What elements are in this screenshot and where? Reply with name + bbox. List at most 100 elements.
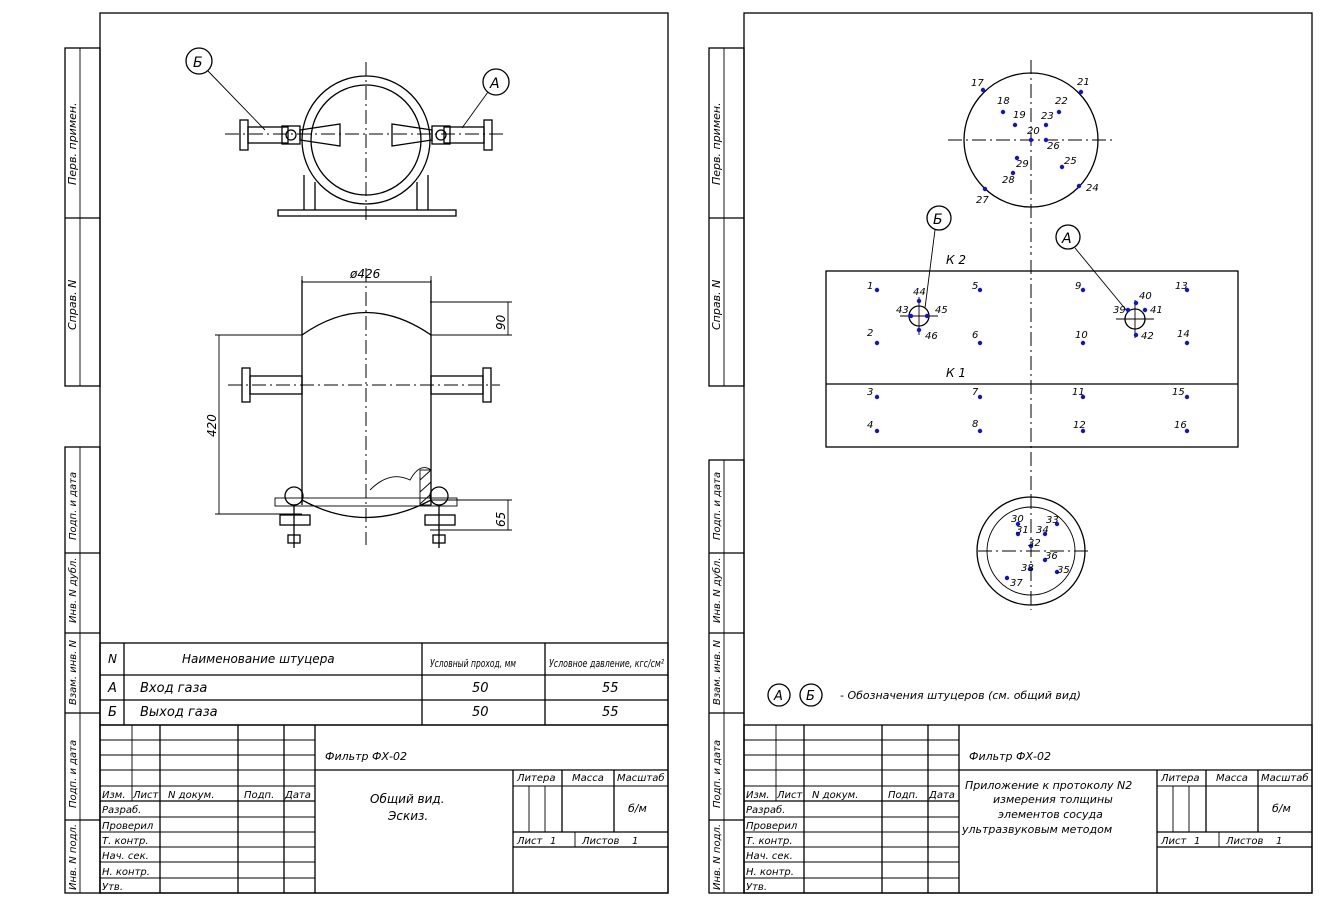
side-label-podp-data-1: Подп. и дата	[68, 472, 79, 540]
right-side-label-podp-data-1: Подп. и дата	[712, 472, 723, 540]
measurement-point-label: 40	[1139, 291, 1152, 302]
right-title-line2: измерения толщины	[993, 793, 1113, 806]
right-list-val: 1	[1194, 836, 1200, 847]
measurement-point-label: 2	[867, 328, 873, 339]
left-listov: Листов	[581, 836, 619, 847]
measurement-point-dot	[1000, 109, 1006, 115]
measurement-point-dot	[1184, 394, 1190, 400]
top-head-view	[948, 60, 1115, 255]
measurement-point-dot	[1042, 557, 1048, 563]
bottom-head-view	[976, 495, 1090, 610]
left-col-podp: Подп.	[244, 790, 274, 801]
measurement-point-label: 1	[867, 281, 873, 292]
dim-diameter: ø426	[349, 267, 381, 281]
left-listov-val: 1	[632, 836, 638, 847]
right-side-label-podp-data-2: Подп. и дата	[712, 740, 723, 808]
right-role-nachsek: Нач. сек.	[746, 851, 793, 862]
measurement-point-label: 38	[1021, 563, 1034, 574]
measurement-point-label: 21	[1077, 77, 1090, 88]
callout-a-circle	[482, 68, 510, 96]
measurement-point-dot	[977, 428, 983, 434]
measurement-point-dot	[977, 394, 983, 400]
measurement-point-label: 13	[1175, 281, 1188, 292]
right-designation: Фильтр ФХ-02	[969, 750, 1051, 763]
measurement-point-dot	[1043, 137, 1049, 143]
nozzle-row-2-name: Выход газа	[140, 705, 218, 720]
nozzle-row-1-dn: 50	[472, 681, 489, 696]
side-label-vzam-inv: Взам. инв. N	[68, 640, 79, 705]
measurement-point-label: 26	[1047, 141, 1060, 152]
left-role-nachsek: Нач. сек.	[102, 851, 149, 862]
measurement-point-label: 33	[1046, 515, 1059, 526]
measurement-point-dot	[1028, 543, 1034, 549]
shell-development: К 2 К 1 Б А	[825, 205, 1239, 500]
left-sheet: Перв. примен. Справ. N Подп. и дата Инв.…	[64, 12, 669, 894]
right-side-label-sprav-n: Справ. N	[710, 280, 723, 330]
measurement-point-dot	[977, 340, 983, 346]
right-role-utv: Утв.	[746, 882, 767, 893]
measurement-point-dot	[1054, 569, 1060, 575]
measurement-point-label: 8	[972, 419, 978, 430]
measurement-point-label: 19	[1013, 110, 1026, 121]
measurement-point-dot	[1080, 428, 1086, 434]
right-col-data: Дата	[928, 790, 955, 801]
nozzle-table-header-dn: Условный проход, мм	[430, 657, 516, 670]
measurement-point-label: 46	[925, 331, 938, 342]
dim-height: 420	[205, 414, 219, 437]
measurement-point-dot	[1078, 89, 1084, 95]
left-massa: Масса	[572, 773, 604, 784]
measurement-point-dot	[1076, 183, 1082, 189]
measurement-point-dot	[1184, 340, 1190, 346]
measurement-points: 1234567891011121314151617181920212223242…	[867, 77, 1190, 589]
right-role-razrab: Разраб.	[746, 804, 785, 816]
measurement-point-label: 29	[1016, 159, 1029, 170]
measurement-point-label: 23	[1041, 111, 1054, 122]
measurement-point-label: 20	[1027, 126, 1040, 137]
right-callout-b-circle	[926, 205, 952, 231]
left-title-line2: Эскиз.	[387, 809, 428, 823]
measurement-point-dot	[1056, 109, 1062, 115]
measurement-point-dot	[1054, 521, 1060, 527]
measurement-point-label: 43	[896, 305, 909, 316]
measurement-point-dot	[1015, 531, 1021, 537]
right-role-nkontr: Н. контр.	[746, 867, 794, 878]
left-litera: Литера	[516, 773, 555, 784]
legend-b-label: Б	[806, 689, 815, 704]
nozzle-table-header-n: N	[108, 652, 117, 666]
filter-top-view: Б А	[185, 47, 510, 222]
legend-text: - Обозначения штуцеров (см. общий вид)	[840, 689, 1081, 702]
measurement-point-label: 25	[1064, 156, 1077, 167]
nozzle-table: N Наименование штуцера Условный проход, …	[99, 642, 669, 726]
right-masshtab: Масштаб	[1261, 772, 1309, 784]
measurement-point-dot	[1014, 155, 1020, 161]
left-role-razrab: Разраб.	[102, 804, 141, 816]
left-designation: Фильтр ФХ-02	[325, 750, 407, 763]
measurement-point-label: 35	[1057, 565, 1070, 576]
dim-top: 90	[494, 314, 508, 330]
nozzle-table-header-name: Наименование штуцера	[182, 652, 335, 666]
measurement-point-dot	[874, 287, 880, 293]
measurement-point-label: 17	[971, 78, 984, 89]
right-listov: Листов	[1225, 836, 1263, 847]
nozzle-row-2-dn: 50	[472, 705, 489, 720]
callout-b-circle	[185, 47, 213, 75]
measurement-point-label: 15	[1172, 387, 1185, 398]
measurement-point-dot	[1133, 300, 1139, 306]
measurement-point-dot	[1133, 332, 1139, 338]
right-col-podp: Подп.	[888, 790, 918, 801]
left-list: Лист	[516, 836, 544, 847]
left-role-nkontr: Н. контр.	[102, 867, 150, 878]
right-side-label-perv-primen: Перв. примен.	[710, 102, 723, 185]
legend: А Б - Обозначения штуцеров (см. общий ви…	[767, 683, 1081, 707]
measurement-point-dot	[874, 340, 880, 346]
measurement-point-label: 14	[1177, 329, 1190, 340]
left-col-list: Лист	[132, 790, 160, 801]
measurement-point-dot	[1043, 122, 1049, 128]
measurement-point-dot	[1028, 566, 1034, 572]
measurement-point-dot	[1059, 164, 1065, 170]
left-masshtab: Масштаб	[617, 772, 665, 784]
side-label-podp-data-2: Подп. и дата	[68, 740, 79, 808]
right-side-label-inv-podl: Инв. N подл.	[712, 824, 723, 890]
left-col-data: Дата	[284, 790, 311, 801]
